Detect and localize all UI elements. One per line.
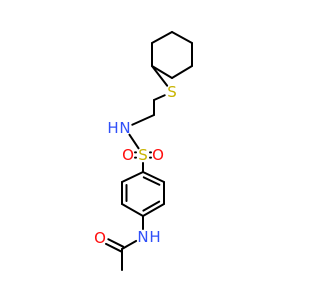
oxygen-atom-label: O: [94, 229, 106, 247]
oxygen-atom-label: O: [152, 146, 164, 164]
bond-13-14: [142, 171, 165, 183]
bond-8-9: [131, 114, 155, 126]
bond-3-4: [151, 65, 173, 79]
oxygen-atom-label: O: [122, 146, 134, 164]
nitrogen-atom-label: N: [137, 228, 148, 246]
bond-15-16-inner: [142, 200, 161, 212]
nitrogen-atom-label: N: [119, 119, 130, 137]
implicit-hydrogen-label: H: [107, 119, 118, 137]
bond-6-7: [153, 94, 166, 101]
sulfur-atom-label: S: [167, 83, 177, 101]
sulfur-atom-label: S: [138, 146, 148, 164]
bond-2-3: [171, 65, 193, 79]
bond-15-16: [142, 203, 165, 217]
bond-20-21-b: [104, 242, 122, 253]
bond-18-13: [121, 171, 144, 183]
bond-4-6: [151, 65, 169, 87]
bond-20-21-a: [107, 238, 125, 248]
bond-0-1: [171, 31, 193, 44]
bond-19-20: [121, 239, 138, 250]
bond-layer: [104, 31, 193, 271]
bond-9-10: [128, 133, 140, 150]
bond-5-0: [151, 31, 173, 44]
bond-16-17: [121, 203, 144, 217]
bond-13-14-inner: [142, 176, 161, 186]
implicit-hydrogen-label: H: [149, 228, 160, 246]
